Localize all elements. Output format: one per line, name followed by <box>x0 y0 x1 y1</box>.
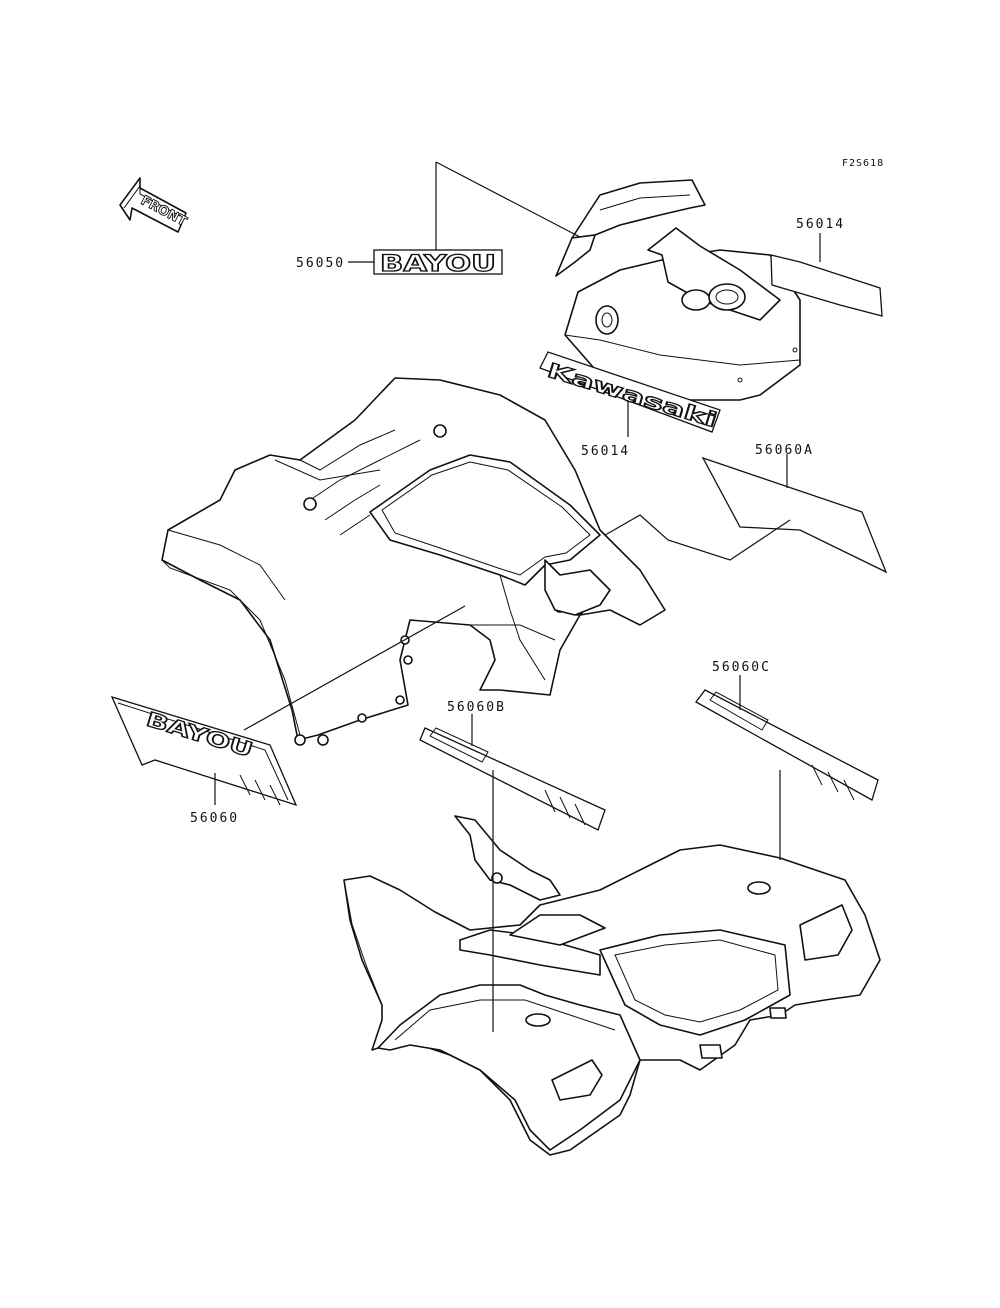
decal-56050: BAYOU <box>373 249 503 278</box>
decal-56060c <box>695 689 879 801</box>
decal-56060b <box>419 727 606 831</box>
part-number-56014-kawasaki: 56014 <box>581 444 630 459</box>
decal-56060: BAYOU <box>110 695 298 807</box>
part-number-56060b: 56060B <box>447 700 506 715</box>
part-number-56060c: 56060C <box>712 660 771 675</box>
front-top-cover <box>555 179 801 401</box>
part-number-56060a: 56060A <box>755 443 814 458</box>
decal-56050-logo: BAYOU <box>380 252 496 277</box>
front-arrow-icon: FRONT <box>119 177 190 233</box>
front-fender-body <box>161 377 666 746</box>
decal-56060a <box>701 456 888 574</box>
decal-56014-stripe <box>770 254 883 317</box>
part-number-56060: 56060 <box>190 811 239 826</box>
part-number-56014-top: 56014 <box>796 217 845 232</box>
figure-code: F2S618 <box>842 158 884 169</box>
rear-fender-body <box>343 815 881 1156</box>
part-number-56050: 56050 <box>296 256 345 271</box>
